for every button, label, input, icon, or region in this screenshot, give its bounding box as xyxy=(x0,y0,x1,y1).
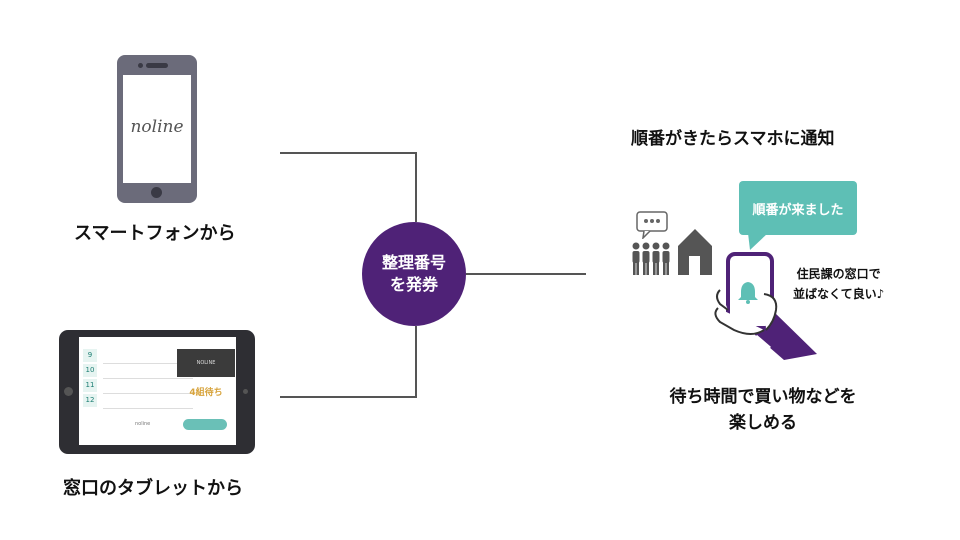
phone-speaker xyxy=(146,63,168,68)
tablet-row-divider xyxy=(103,363,193,364)
tablet-screen: 9 10 11 12 NOLINE 4組待ち noline xyxy=(79,337,236,445)
waiting-note-line1: 住民課の窓口で xyxy=(796,267,881,281)
benefit-line1: 待ち時間で買い物などを xyxy=(669,387,857,407)
tablet-icon: 9 10 11 12 NOLINE 4組待ち noline xyxy=(59,330,255,454)
tablet-number: 9 xyxy=(83,349,97,362)
tablet-banner-image: NOLINE xyxy=(177,349,235,377)
phone-home-button xyxy=(151,187,162,198)
bubble-tail xyxy=(748,233,768,250)
phone-connector xyxy=(280,152,417,222)
waiting-note-line2: 並ばなくて良い♪ xyxy=(793,287,885,301)
tablet-number: 10 xyxy=(83,364,97,377)
phone-label: スマートフォンから xyxy=(74,223,236,244)
tablet-row-divider xyxy=(103,393,193,394)
notification-bubble: 順番が来ました xyxy=(739,181,857,235)
ticket-issue-circle: 整理番号 を発券 xyxy=(362,222,466,326)
tablet-row-divider xyxy=(103,408,193,409)
ticket-issue-line2: を発券 xyxy=(389,275,438,294)
phone-icon: noline xyxy=(117,55,197,203)
notification-text: 順番が来ました xyxy=(752,202,844,218)
tablet-connector xyxy=(280,326,417,398)
tablet-number: 12 xyxy=(83,394,97,407)
notify-title: 順番がきたらスマホに通知 xyxy=(631,129,835,149)
tablet-row-divider xyxy=(103,378,193,379)
bell-icon xyxy=(738,282,758,304)
house-icon xyxy=(678,229,712,275)
speech-bubble-icon xyxy=(636,211,668,239)
noline-logo: noline xyxy=(130,117,184,137)
tablet-number: 11 xyxy=(83,379,97,392)
tablet-label: 窓口のタブレットから xyxy=(63,478,243,499)
tablet-footer-logo: noline xyxy=(135,421,151,427)
tablet-number-column: 9 10 11 12 xyxy=(83,349,97,409)
tablet-home-button xyxy=(64,387,73,396)
phone-camera xyxy=(138,63,143,68)
waiting-note: 住民課の窓口で 並ばなくて良い♪ xyxy=(793,264,884,304)
tablet-issue-button xyxy=(183,419,227,430)
ticket-issue-line1: 整理番号 xyxy=(381,253,446,272)
benefit-text: 待ち時間で買い物などを 楽しめる xyxy=(660,384,866,436)
benefit-line2: 楽しめる xyxy=(729,413,797,433)
phone-screen: noline xyxy=(123,75,191,183)
tablet-camera xyxy=(243,389,248,394)
people-icon xyxy=(632,242,670,275)
tablet-wait-count: 4組待ち xyxy=(189,388,223,398)
